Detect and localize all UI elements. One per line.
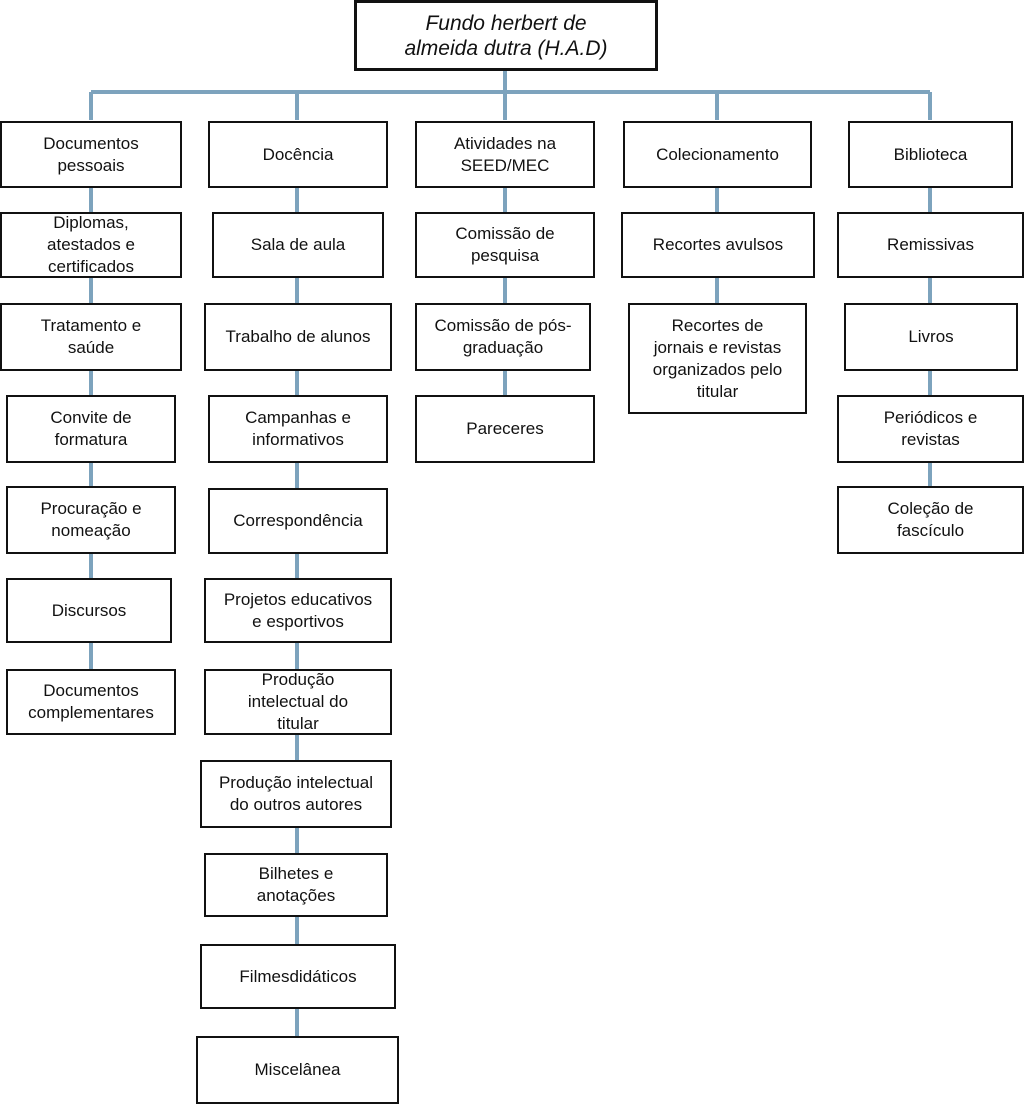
node-convite-formatura: Convite de formatura (6, 395, 176, 463)
node-bilhetes-anotacoes: Bilhetes e anotações (204, 853, 388, 917)
root-node: Fundo herbert de almeida dutra (H.A.D) (354, 0, 658, 71)
node-recortes-jornais-revistas: Recortes de jornais e revistas organizad… (628, 303, 807, 414)
node-producao-intelectual-titular: Produção intelectual do titular (204, 669, 392, 735)
category-docencia: Docência (208, 121, 388, 188)
category-atividades-seed-mec: Atividades na SEED/MEC (415, 121, 595, 188)
category-documentos-pessoais: Documentos pessoais (0, 121, 182, 188)
node-remissivas: Remissivas (837, 212, 1024, 278)
node-comissao-pos-graduacao: Comissão de pós- graduação (415, 303, 591, 371)
node-miscelanea: Miscelânea (196, 1036, 399, 1104)
node-producao-intelectual-outros: Produção intelectual do outros autores (200, 760, 392, 828)
node-filmesdidaticos: Filmesdidáticos (200, 944, 396, 1009)
node-colecao-fasciculo: Coleção de fascículo (837, 486, 1024, 554)
node-comissao-pesquisa: Comissão de pesquisa (415, 212, 595, 278)
node-trabalho-de-alunos: Trabalho de alunos (204, 303, 392, 371)
node-sala-de-aula: Sala de aula (212, 212, 384, 278)
node-tratamento-saude: Tratamento e saúde (0, 303, 182, 371)
node-campanhas-informativos: Campanhas e informativos (208, 395, 388, 463)
node-diplomas: Diplomas, atestados e certificados (0, 212, 182, 278)
node-discursos: Discursos (6, 578, 172, 643)
node-documentos-complementares: Documentos complementares (6, 669, 176, 735)
node-livros: Livros (844, 303, 1018, 371)
node-periodicos-revistas: Periódicos e revistas (837, 395, 1024, 463)
node-recortes-avulsos: Recortes avulsos (621, 212, 815, 278)
node-pareceres: Pareceres (415, 395, 595, 463)
category-biblioteca: Biblioteca (848, 121, 1013, 188)
category-colecionamento: Colecionamento (623, 121, 812, 188)
node-projetos-educativos: Projetos educativos e esportivos (204, 578, 392, 643)
node-procuracao-nomeacao: Procuração e nomeação (6, 486, 176, 554)
node-correspondencia: Correspondência (208, 488, 388, 554)
